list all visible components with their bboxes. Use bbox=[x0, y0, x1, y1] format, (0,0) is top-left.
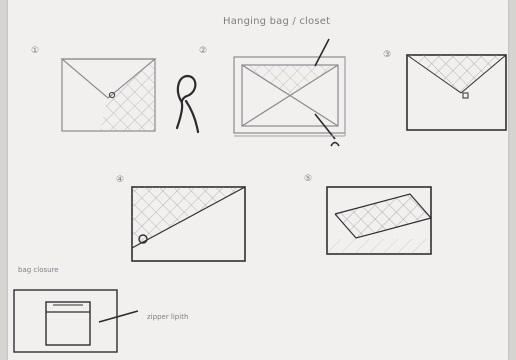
bottom-left-sketch bbox=[14, 290, 138, 352]
hook-sketch bbox=[177, 76, 198, 132]
sketch-1 bbox=[62, 59, 155, 131]
sketch-5 bbox=[327, 187, 431, 254]
sketch-2 bbox=[234, 39, 345, 146]
sketch-3 bbox=[407, 55, 506, 130]
sketch-4 bbox=[132, 187, 245, 261]
